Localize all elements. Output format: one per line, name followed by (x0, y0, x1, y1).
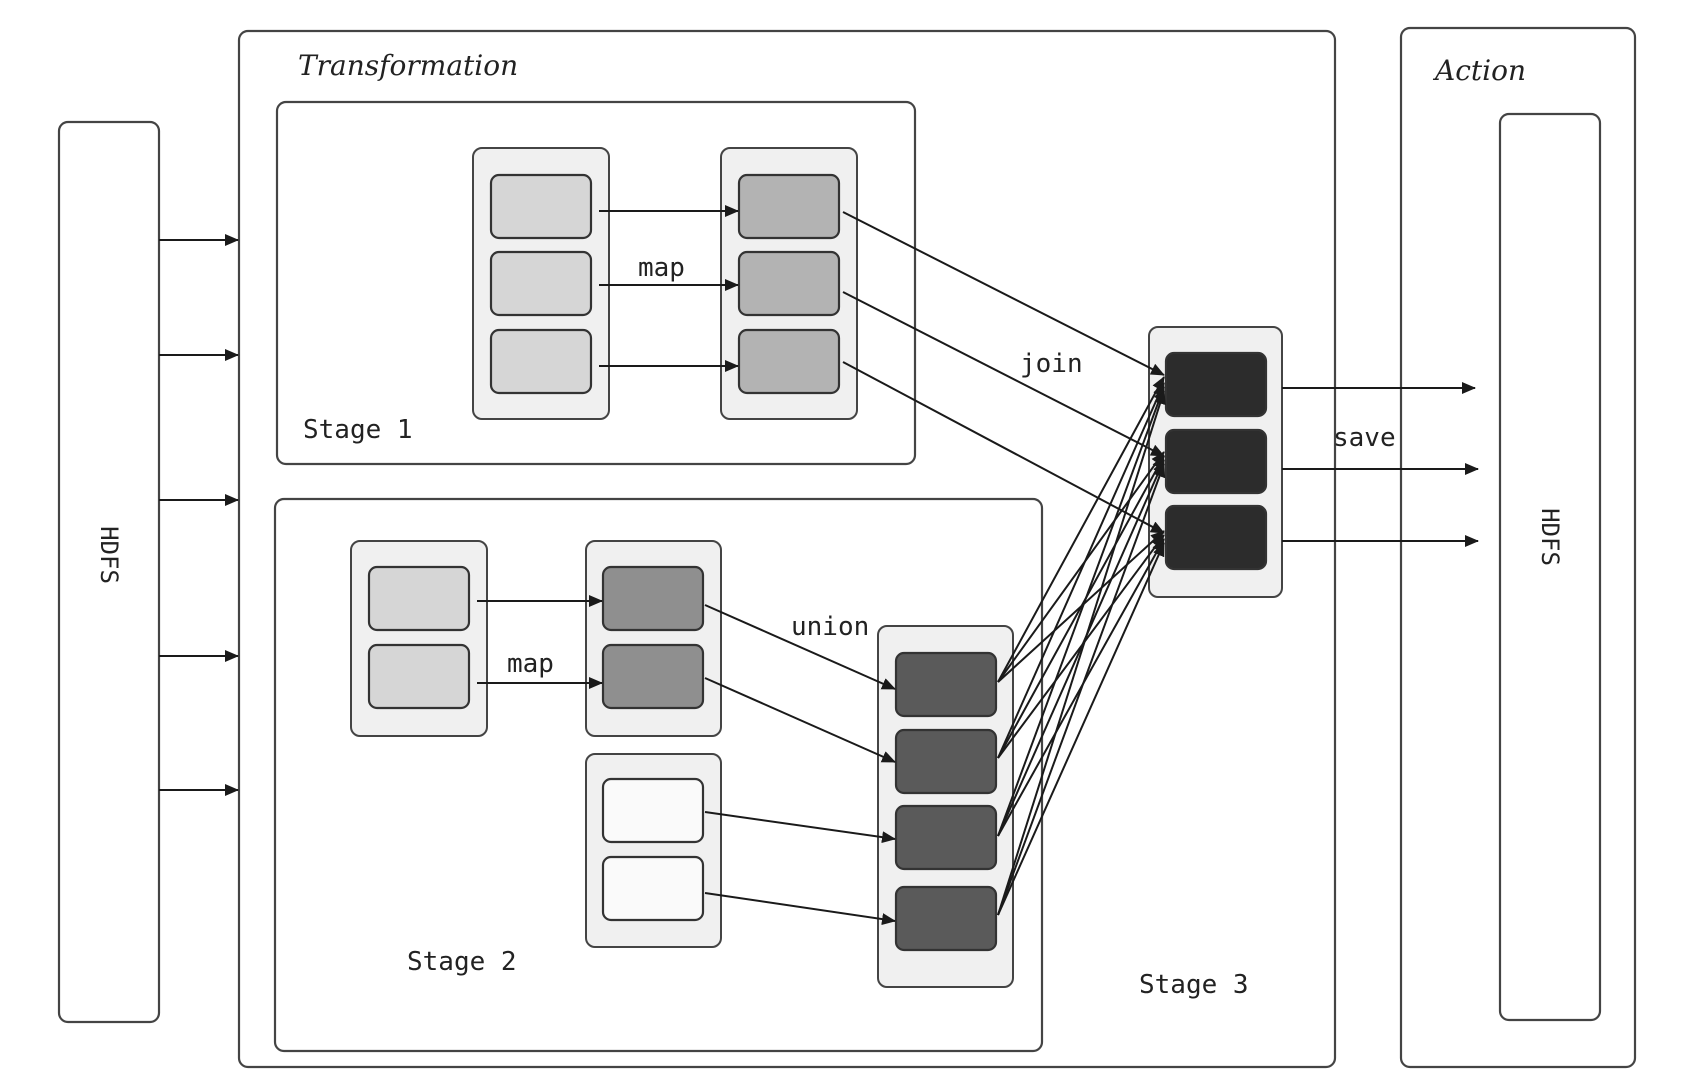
join-arrow (997, 542, 1165, 916)
join-arrow (997, 386, 1166, 837)
transformation-title: Transformation (298, 49, 518, 82)
partition (737, 173, 841, 240)
partition (367, 643, 471, 710)
join-arrow (997, 451, 1165, 683)
join-arrow (842, 291, 1165, 457)
map-label-stage2: map (507, 649, 554, 679)
action-title: Action (1432, 54, 1526, 87)
transformation-box (237, 29, 1337, 1069)
partition (489, 328, 593, 395)
join-arrow (842, 211, 1165, 376)
partition (1164, 351, 1268, 418)
stage3-label: Stage 3 (1139, 970, 1249, 1000)
partition (737, 328, 841, 395)
stage1-box (275, 100, 917, 466)
partition (894, 885, 998, 952)
stage2-label: Stage 2 (407, 947, 517, 977)
union-arrow (704, 811, 896, 844)
partition (894, 804, 998, 871)
join-arrow (997, 455, 1165, 759)
partition (489, 250, 593, 317)
hdfs-output-box (1498, 112, 1602, 1022)
partition (601, 643, 705, 710)
partition (894, 728, 998, 795)
partition (601, 565, 705, 632)
union-arrow (704, 604, 896, 690)
partition (737, 250, 841, 317)
partition (601, 777, 705, 844)
join-arrow (997, 459, 1165, 837)
partition (894, 651, 998, 718)
union-arrow (704, 677, 896, 763)
action-box (1399, 26, 1637, 1069)
partition (1164, 428, 1268, 495)
join-label: join (1020, 349, 1083, 379)
union-label: union (791, 612, 869, 642)
join-arrow (997, 376, 1165, 683)
partition (489, 173, 593, 240)
join-arrow (997, 382, 1165, 759)
union-arrow (704, 892, 896, 926)
map-label-stage1: map (638, 253, 685, 283)
save-label: save (1333, 423, 1396, 453)
stage1-label: Stage 1 (303, 415, 413, 445)
partition (601, 855, 705, 922)
partition (1164, 504, 1268, 571)
hdfs-output-label: HDFS (1536, 508, 1564, 566)
partition (367, 565, 471, 632)
join-arrow (842, 361, 1165, 534)
hdfs-input-label: HDFS (95, 526, 123, 584)
join-arrow (997, 390, 1166, 916)
join-arrow (997, 463, 1166, 916)
hdfs-input-box (57, 120, 161, 1024)
